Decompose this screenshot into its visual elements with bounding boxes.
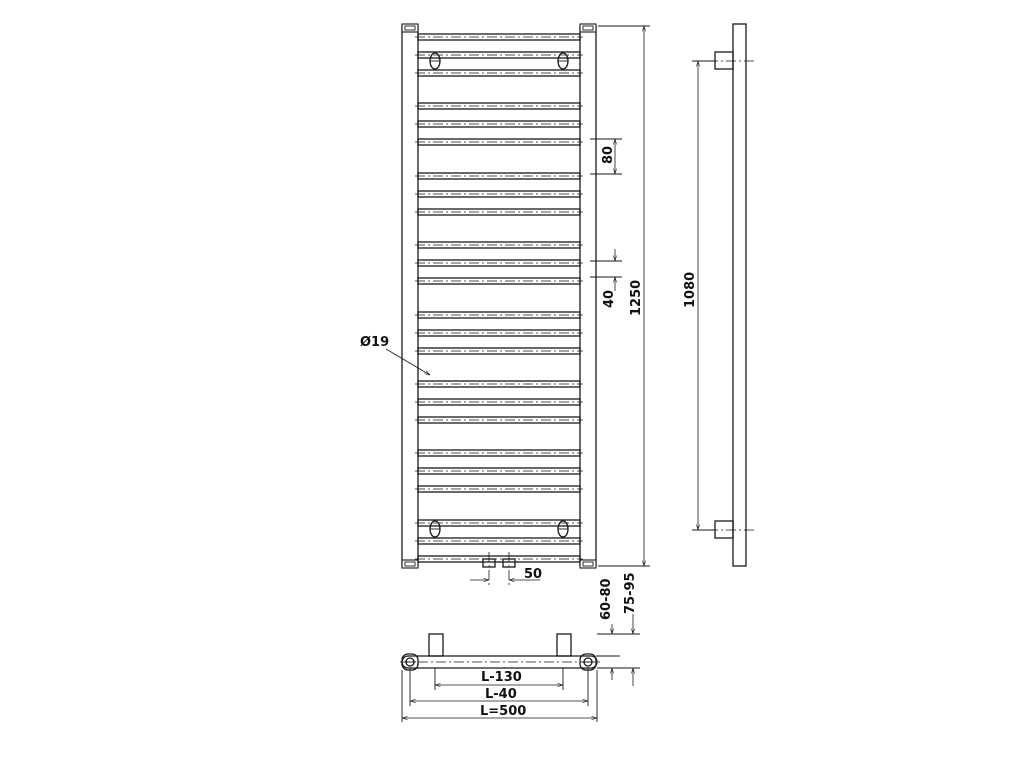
radiator-bar-13 bbox=[415, 311, 583, 319]
front-view: 50 Ø19 80 40 1250 bbox=[360, 23, 650, 586]
side-bracket-bottom bbox=[708, 520, 755, 539]
tube-diameter-callout: Ø19 bbox=[360, 335, 430, 375]
radiator-bar-9 bbox=[415, 208, 583, 216]
radiator-bar-12 bbox=[415, 277, 583, 285]
mount-bracket-top-left bbox=[429, 52, 441, 70]
dim-wall-distance-b: 75-95 bbox=[623, 572, 638, 614]
radiator-bar-4 bbox=[415, 102, 583, 110]
left-collector bbox=[401, 23, 419, 569]
radiator-bar-7 bbox=[415, 172, 583, 180]
radiator-bar-23 bbox=[415, 537, 583, 545]
radiator-bar-8 bbox=[415, 190, 583, 198]
radiator-bar-17 bbox=[415, 398, 583, 406]
side-bracket-top bbox=[708, 51, 755, 70]
bar-pitch-dimension: 80 bbox=[590, 138, 622, 175]
horizontal-bars bbox=[415, 33, 583, 563]
radiator-bar-21 bbox=[415, 485, 583, 493]
mount-bracket-top-right bbox=[557, 52, 569, 70]
mount-bracket-bottom-left bbox=[429, 520, 441, 538]
dim-total-width: L=500 bbox=[480, 704, 526, 719]
radiator-bar-15 bbox=[415, 347, 583, 355]
radiator-bar-14 bbox=[415, 329, 583, 337]
radiator-bar-22 bbox=[415, 519, 583, 527]
mount-bracket-bottom-right bbox=[557, 520, 569, 538]
radiator-bar-19 bbox=[415, 449, 583, 457]
dim-bar-gap: 40 bbox=[602, 290, 617, 308]
dim-axis-width: L-40 bbox=[485, 687, 517, 702]
radiator-bar-24 bbox=[415, 555, 583, 563]
radiator-bar-5 bbox=[415, 120, 583, 128]
radiator-bar-6 bbox=[415, 138, 583, 146]
radiator-bar-16 bbox=[415, 380, 583, 388]
tube-diameter-label: Ø19 bbox=[360, 335, 389, 350]
dim-bar-pitch: 80 bbox=[601, 146, 616, 164]
radiator-bar-10 bbox=[415, 241, 583, 249]
bar-gap-dimension: 40 bbox=[590, 249, 622, 308]
radiator-bar-18 bbox=[415, 416, 583, 424]
dim-connection-spacing: 50 bbox=[524, 567, 542, 582]
top-view: L-130 L-40 L=500 60-80 75-95 bbox=[400, 572, 640, 722]
dim-wall-distance-a: 60-80 bbox=[599, 578, 614, 620]
dim-total-height: 1250 bbox=[629, 280, 644, 316]
side-collector bbox=[732, 23, 747, 567]
radiator-bar-3 bbox=[415, 69, 583, 77]
radiator-bar-1 bbox=[415, 33, 583, 41]
total-height-dimension: 1250 bbox=[598, 25, 650, 567]
radiator-bar-20 bbox=[415, 467, 583, 475]
dim-mount-spacing: 1080 bbox=[683, 272, 698, 308]
bottom-connections: 50 bbox=[470, 552, 542, 586]
radiator-bar-11 bbox=[415, 259, 583, 267]
dim-mount-width: L-130 bbox=[481, 670, 522, 685]
right-collector bbox=[579, 23, 597, 569]
side-view: 1080 bbox=[683, 23, 755, 567]
radiator-bar-2 bbox=[415, 51, 583, 59]
